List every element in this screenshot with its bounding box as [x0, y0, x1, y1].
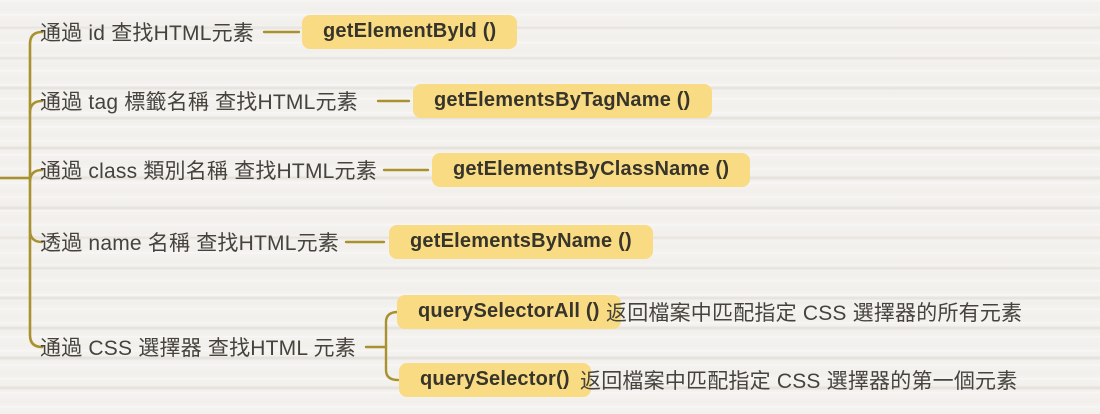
- method-get-elements-by-tag-name[interactable]: getElementsByTagName (): [413, 84, 712, 118]
- topic-find-by-tag[interactable]: 通過 tag 標籤名稱 查找HTML元素: [40, 91, 358, 114]
- method-get-element-by-id[interactable]: getElementById (): [302, 15, 518, 49]
- method-query-selector[interactable]: querySelector(): [399, 363, 591, 397]
- method-get-elements-by-class-name[interactable]: getElementsByClassName (): [432, 153, 751, 187]
- topic-find-by-class[interactable]: 通過 class 類別名稱 查找HTML元素: [40, 160, 377, 183]
- desc-query-selector[interactable]: 返回檔案中匹配指定 CSS 選擇器的第一個元素: [580, 370, 1018, 393]
- desc-query-selector-all[interactable]: 返回檔案中匹配指定 CSS 選擇器的所有元素: [606, 302, 1023, 325]
- topic-find-by-css-selector[interactable]: 通過 CSS 選擇器 查找HTML 元素: [40, 337, 356, 360]
- method-get-elements-by-name[interactable]: getElementsByName (): [389, 225, 653, 259]
- trunk-connector: [28, 30, 44, 349]
- method-query-selector-all[interactable]: querySelectorAll (): [397, 295, 621, 329]
- topic-find-by-id[interactable]: 通過 id 查找HTML元素: [40, 22, 254, 45]
- topic-find-by-name[interactable]: 透過 name 名稱 查找HTML元素: [40, 232, 339, 255]
